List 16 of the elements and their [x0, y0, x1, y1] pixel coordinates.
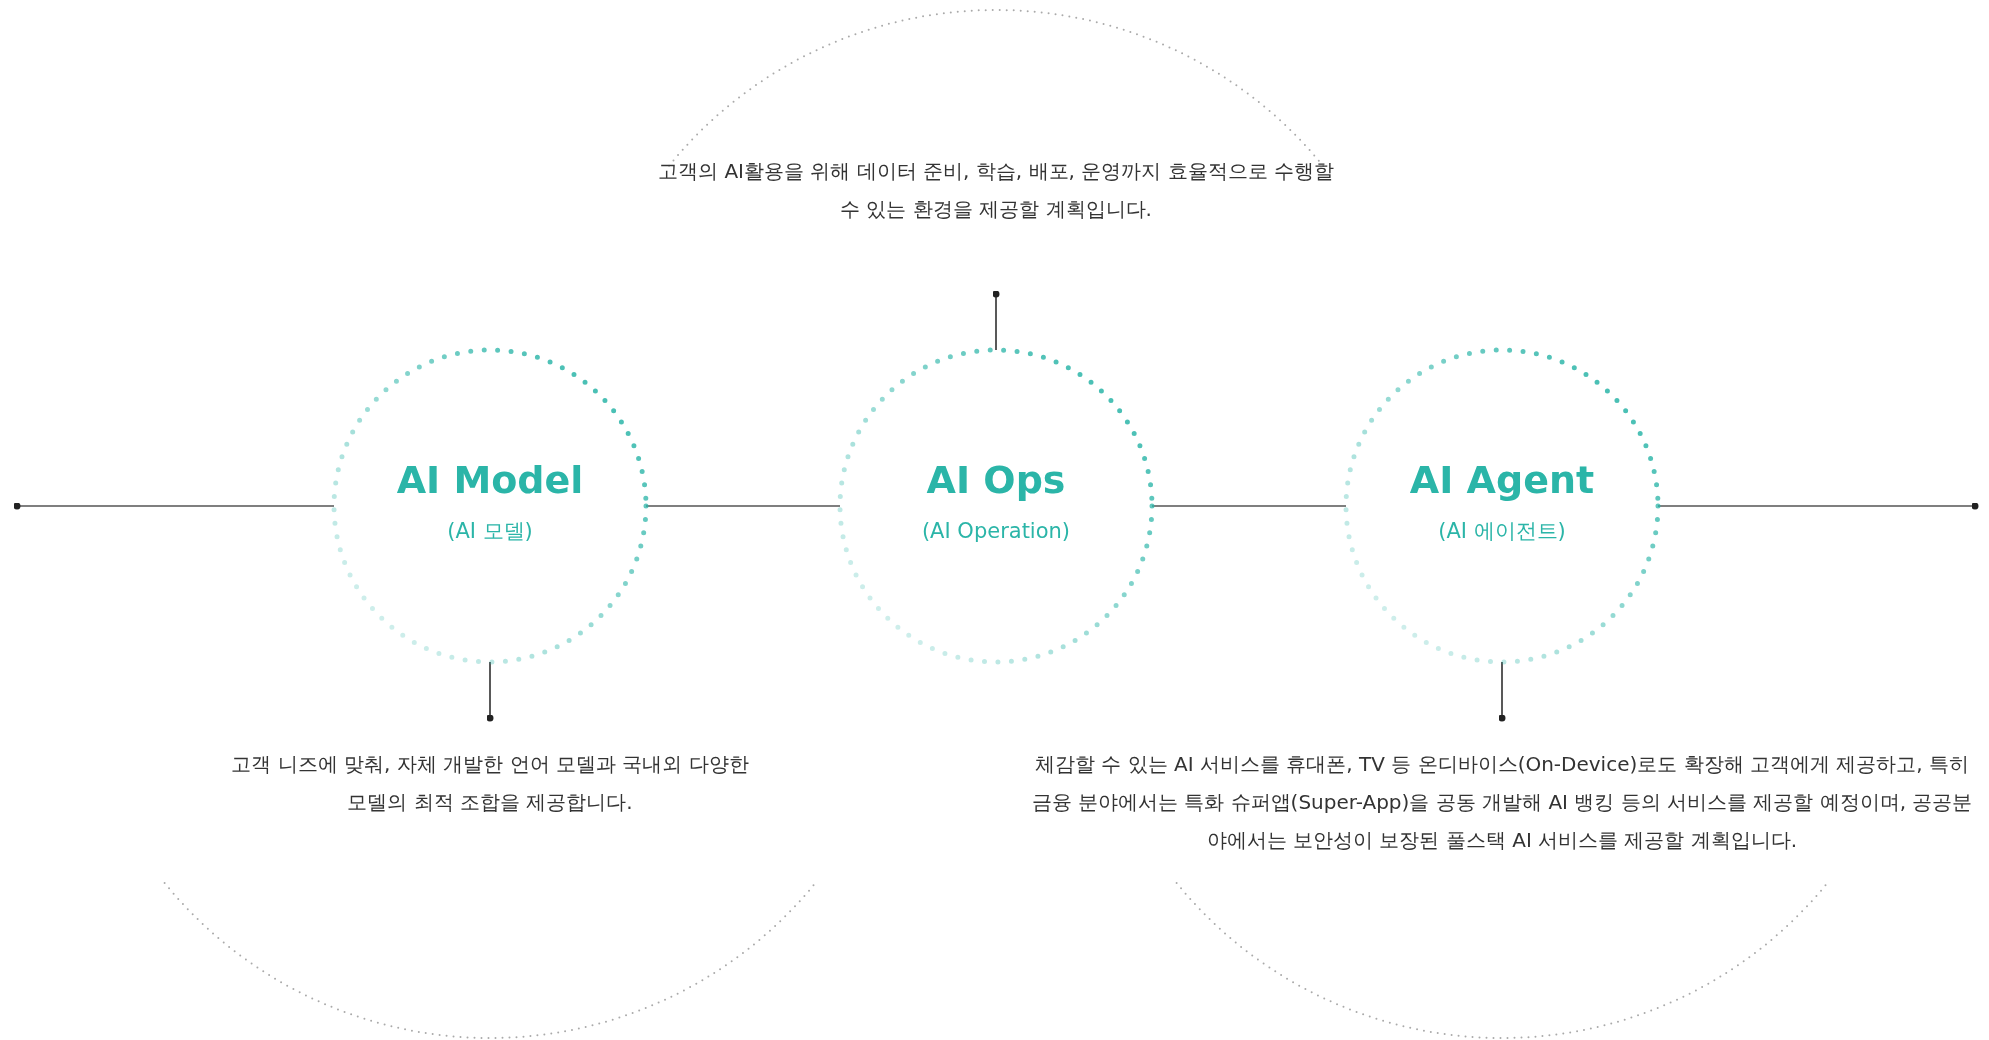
description-text: 고객의 AI활용을 위해 데이터 준비, 학습, 배포, 운영까지 효율적으로 수행할 수 있는 환경을 제공할 계획입니다. — [646, 152, 1346, 294]
timeline-line — [1657, 502, 1979, 510]
heading: AI Ops — [926, 458, 1066, 502]
timeline-line — [1151, 505, 1347, 507]
description-text: 체감할 수 있는 AI 서비스를 휴대폰, TV 등 온디바이스(On-Device)로도 확장해 고객에게 제공하고, 특히 금융 분야에서는 특화 슈퍼앱(Super-App)을 공동 개발해 AI 뱅킹 등의 서비스를 제공할 예정이며, 공공분야에서는 보안성이 보장된 풀스택 AI 서비스를 제공할 계획입니다. — [1022, 718, 1982, 896]
leader-line — [992, 290, 1000, 351]
timeline-line — [13, 502, 335, 510]
subheading: (AI Operation) — [921, 518, 1071, 545]
leader-line — [1498, 661, 1506, 722]
description-text: 고객 니즈에 맞춰, 자체 개발한 언어 모델과 국내외 다양한 모델의 최적 조합을 제공합니다. — [220, 718, 760, 858]
timeline-line — [645, 505, 841, 507]
subheading: (AI 에이전트) — [1438, 518, 1566, 545]
heading: AI Agent — [1409, 458, 1595, 502]
heading: AI Model — [396, 458, 584, 502]
subheading: (AI 모델) — [447, 518, 533, 545]
leader-line — [486, 661, 494, 722]
